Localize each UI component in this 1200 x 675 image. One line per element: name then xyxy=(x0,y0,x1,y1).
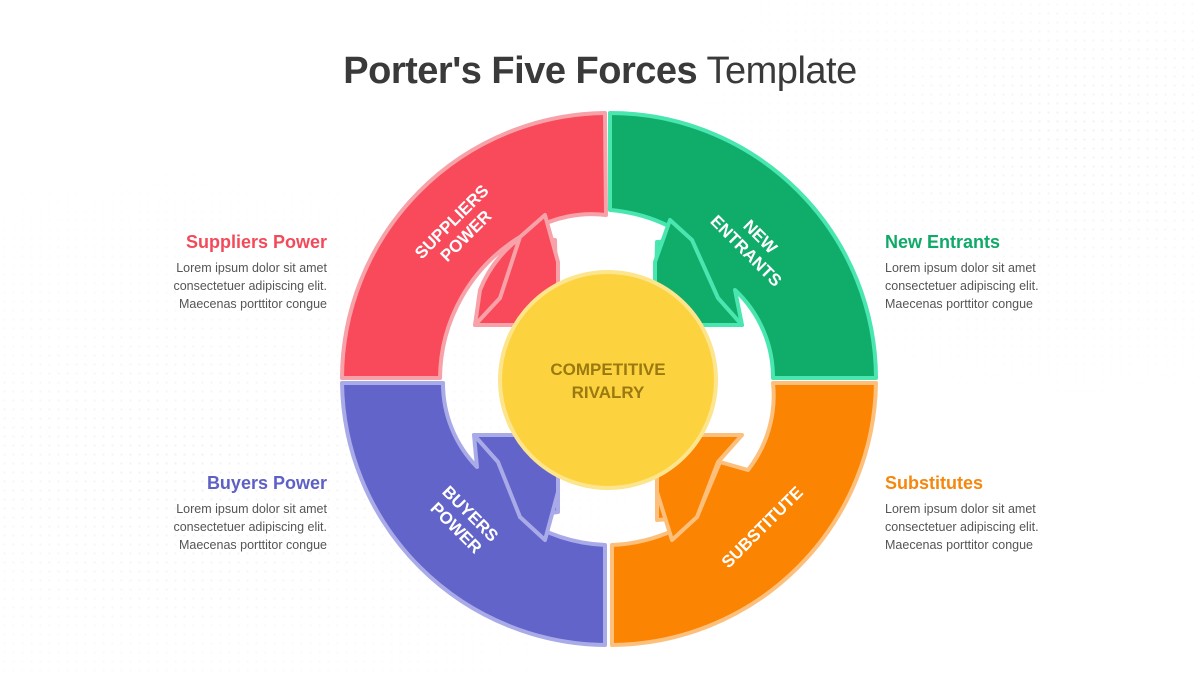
desc-substitutes-line-3: Maecenas porttitor congue xyxy=(885,538,1034,552)
title-light: Template xyxy=(706,50,858,92)
desc-buyers-line-1: Lorem ipsum dolor sit amet xyxy=(176,502,327,516)
desc-buyers-line-2: consectetuer adipiscing elit. xyxy=(173,520,327,534)
desc-buyers-body: Lorem ipsum dolor sit amet consectetuer … xyxy=(87,500,327,554)
desc-suppliers-heading: Suppliers Power xyxy=(185,232,327,252)
desc-suppliers-line-1: Lorem ipsum dolor sit amet xyxy=(176,261,327,275)
title-bold: Porter's Five Forces xyxy=(343,50,698,92)
desc-entrants-line-1: Lorem ipsum dolor sit amet xyxy=(885,261,1036,275)
center-label-2: RIVALRY xyxy=(572,383,645,402)
desc-suppliers-line-3: Maecenas porttitor congue xyxy=(178,297,327,311)
desc-entrants-line-2: consectetuer adipiscing elit. xyxy=(885,279,1039,293)
desc-buyers: Buyers Power Lorem ipsum dolor sit amet … xyxy=(87,473,327,554)
desc-entrants-body: Lorem ipsum dolor sit amet consectetuer … xyxy=(885,259,1125,313)
desc-substitutes-line-2: consectetuer adipiscing elit. xyxy=(885,520,1039,534)
desc-suppliers: Suppliers Power Lorem ipsum dolor sit am… xyxy=(87,232,327,313)
page-title: Porter's Five Forces Template xyxy=(0,50,1200,93)
desc-suppliers-body: Lorem ipsum dolor sit amet consectetuer … xyxy=(87,259,327,313)
desc-entrants-line-3: Maecenas porttitor congue xyxy=(885,297,1034,311)
center-label-1: COMPETITIVE xyxy=(550,360,665,379)
desc-substitutes-line-1: Lorem ipsum dolor sit amet xyxy=(885,502,1036,516)
desc-entrants: New Entrants Lorem ipsum dolor sit amet … xyxy=(885,232,1125,313)
desc-entrants-heading: New Entrants xyxy=(885,232,1001,252)
center-circle xyxy=(498,270,718,490)
desc-buyers-heading: Buyers Power xyxy=(206,473,327,493)
desc-substitutes-heading: Substitutes xyxy=(885,473,984,493)
desc-substitutes: Substitutes Lorem ipsum dolor sit amet c… xyxy=(885,473,1125,554)
desc-substitutes-body: Lorem ipsum dolor sit amet consectetuer … xyxy=(885,500,1125,554)
desc-suppliers-line-2: consectetuer adipiscing elit. xyxy=(173,279,327,293)
desc-buyers-line-3: Maecenas porttitor congue xyxy=(178,538,327,552)
